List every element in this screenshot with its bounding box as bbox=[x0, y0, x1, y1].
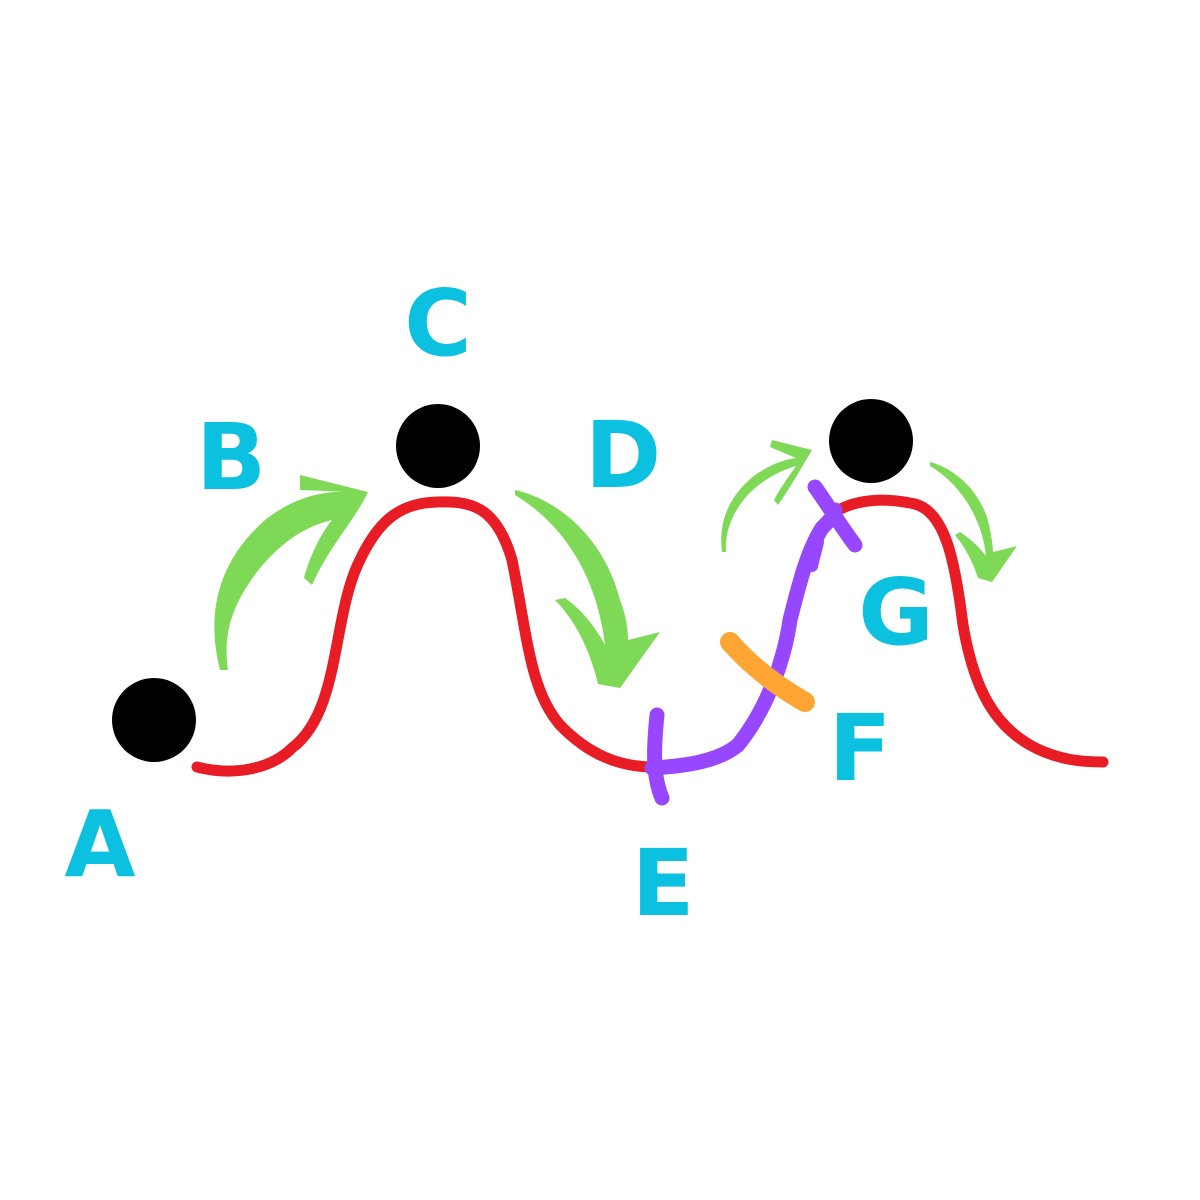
label-g: G bbox=[858, 559, 934, 666]
climb-tick-g bbox=[807, 479, 863, 553]
arrow-g-up bbox=[721, 440, 812, 552]
label-d: D bbox=[585, 402, 661, 509]
marker-f bbox=[720, 632, 815, 712]
label-b: B bbox=[196, 404, 266, 511]
arrow-b bbox=[214, 475, 368, 670]
track-curve bbox=[191, 494, 1109, 777]
arrow-d bbox=[515, 490, 660, 688]
arrow-g-down bbox=[930, 462, 1017, 582]
ball-c bbox=[396, 404, 480, 488]
label-e: E bbox=[632, 830, 695, 937]
label-f: F bbox=[829, 695, 892, 802]
ball-g bbox=[829, 399, 913, 483]
label-c: C bbox=[404, 270, 472, 377]
climb-segment bbox=[644, 502, 843, 776]
climb-tick-e bbox=[647, 707, 670, 806]
ball-a bbox=[112, 678, 196, 762]
label-a: A bbox=[64, 791, 135, 898]
climb-tick-mid bbox=[806, 536, 824, 572]
